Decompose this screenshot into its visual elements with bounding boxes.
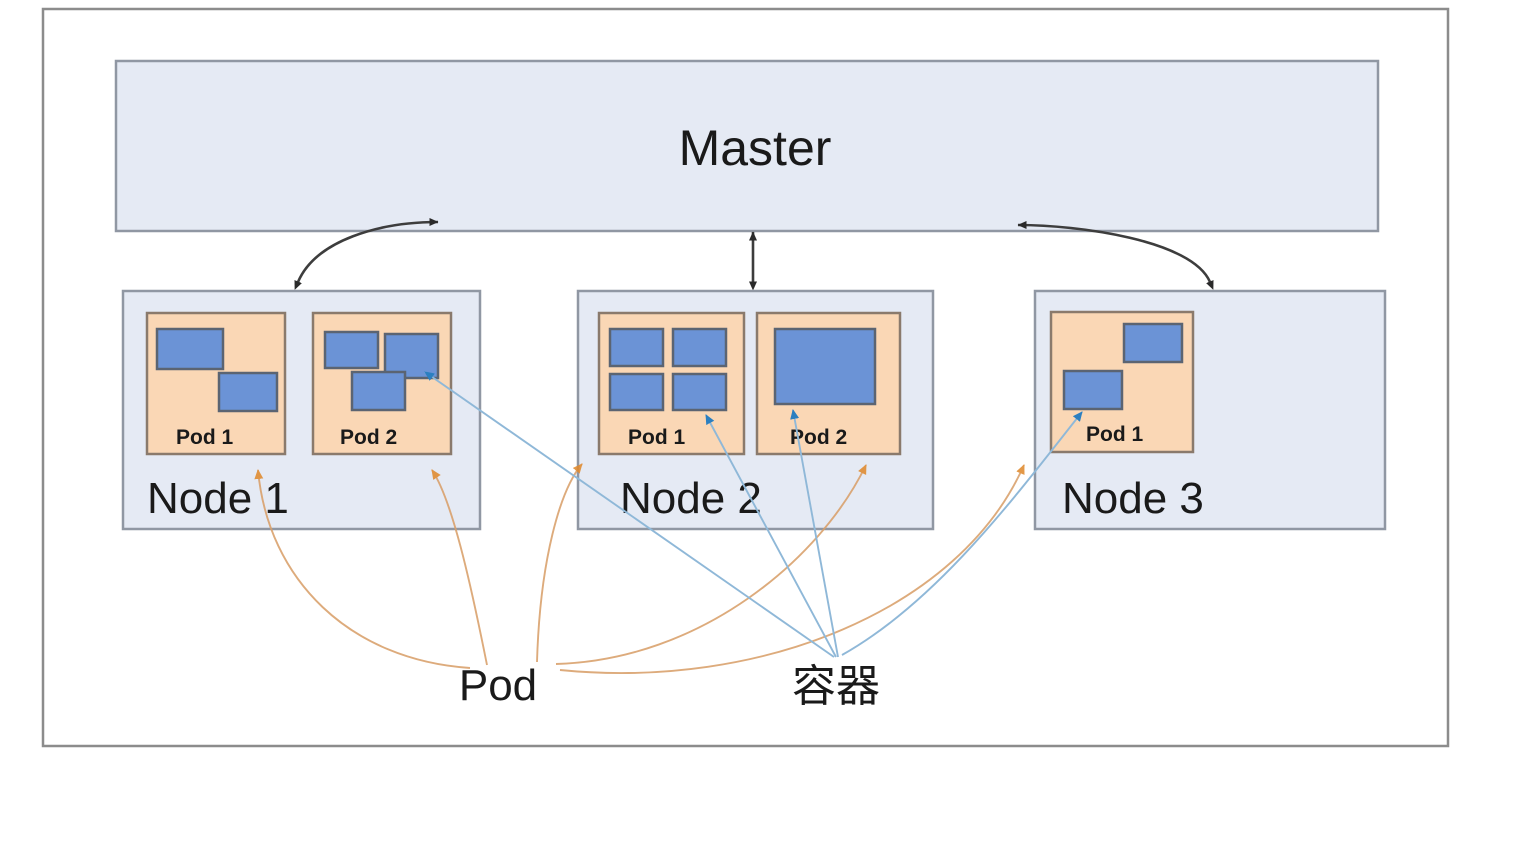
container-n3-p1-c1[interactable] (1122, 322, 1184, 364)
node-label-2: Node 2 (620, 474, 762, 523)
container-n1-p2-c1[interactable] (323, 330, 380, 370)
container-n1-p1-c2[interactable] (217, 371, 279, 413)
container-n3-p1-c2[interactable] (1062, 369, 1124, 411)
pod-label-n1-p1: Pod 1 (176, 426, 233, 449)
container-n2-p1-c3[interactable] (608, 372, 665, 412)
legend-link-pod-n1p2 (431, 469, 488, 666)
container-n1-p2-c3[interactable] (350, 370, 407, 412)
container-n2-p1-c1[interactable] (608, 327, 665, 368)
legend-link-pod-n2p2 (555, 464, 867, 665)
container-n2-p2-c1[interactable] (773, 327, 877, 406)
legend-pod-label: Pod (459, 661, 537, 710)
legend-link-container-n3p1 (841, 411, 1083, 656)
connector-master-node3 (1017, 221, 1214, 290)
container-n2-p1-c2[interactable] (671, 327, 728, 368)
container-n2-p1-c4[interactable] (671, 372, 728, 412)
node-label-1: Node 1 (147, 474, 289, 523)
legend-link-container-n1p2 (424, 371, 835, 658)
connector-master-node1 (294, 218, 439, 290)
node-label-3: Node 3 (1062, 474, 1204, 523)
pod-label-n1-p2: Pod 2 (340, 426, 397, 449)
pod-label-n2-p1: Pod 1 (628, 426, 685, 449)
pod-label-n2-p2: Pod 2 (790, 426, 847, 449)
legend-container-label: 容器 (792, 661, 880, 712)
container-n1-p2-c2[interactable] (383, 332, 440, 380)
container-n1-p1-c1[interactable] (155, 327, 225, 371)
legend-link-container-n2p1 (705, 414, 837, 658)
pod-label-n3-p1: Pod 1 (1086, 423, 1143, 446)
master-label: Master (679, 120, 832, 176)
legend-link-pod-n1p1 (254, 469, 471, 669)
legend-link-container-n2p2 (790, 409, 839, 658)
legend-link-pod-n3p1 (559, 464, 1025, 674)
master-box[interactable] (114, 59, 1380, 233)
